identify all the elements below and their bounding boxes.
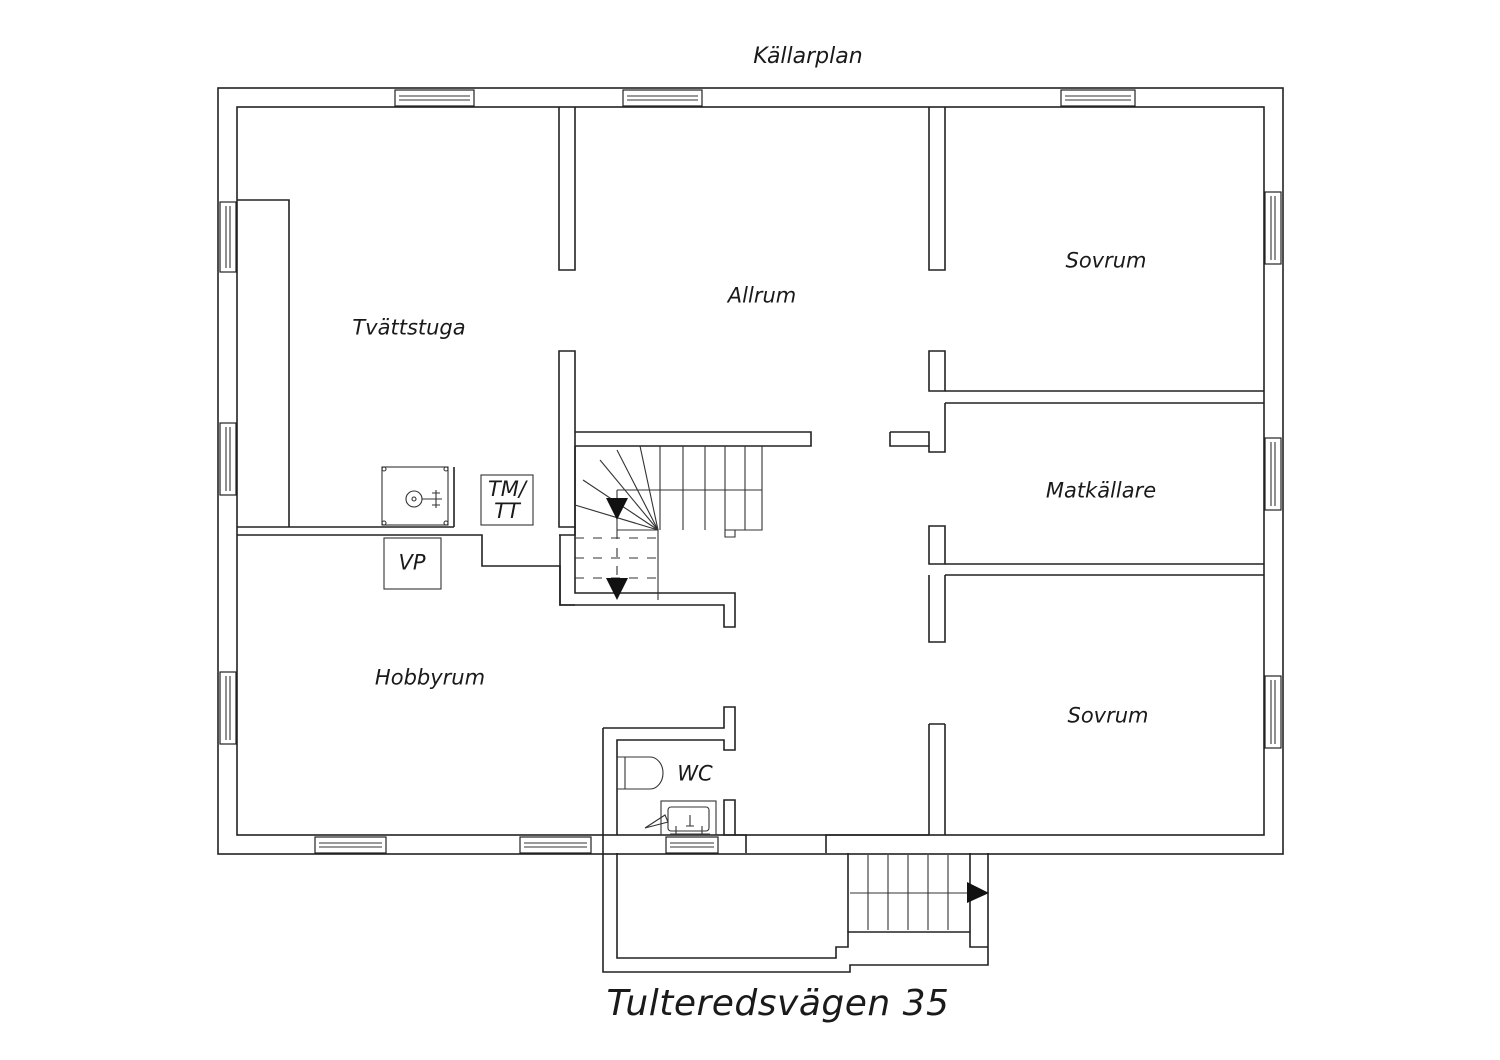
window-bottom-2 bbox=[519, 836, 592, 854]
tm-tt-box bbox=[480, 474, 534, 526]
washbasin-icon bbox=[381, 466, 449, 526]
window-right-2 bbox=[1264, 437, 1282, 511]
interior-walls bbox=[237, 107, 1264, 853]
room-label-matkallare: Matkällare bbox=[1045, 478, 1157, 503]
fixture-label-vp: VP bbox=[398, 550, 426, 575]
window-right-1 bbox=[1264, 191, 1282, 265]
room-label-sovrum-top: Sovrum bbox=[1065, 248, 1147, 273]
window-top-2 bbox=[622, 89, 703, 107]
window-top-3 bbox=[1060, 89, 1136, 107]
stair-arrow-down-icon bbox=[606, 578, 628, 600]
toilet-icon bbox=[616, 756, 664, 790]
window-left-3 bbox=[219, 671, 237, 745]
room-label-sovrum-bottom: Sovrum bbox=[1067, 703, 1149, 728]
room-label-wc: WC bbox=[677, 761, 713, 786]
internal-stair bbox=[574, 445, 763, 600]
address-title: Tulteredsvägen 35 bbox=[606, 983, 950, 1024]
window-right-3 bbox=[1264, 675, 1282, 749]
stair-arrow-right-icon bbox=[967, 882, 989, 903]
window-left-1 bbox=[219, 201, 237, 273]
window-bottom-3 bbox=[665, 836, 719, 854]
window-top-1 bbox=[394, 89, 475, 107]
room-label-allrum: Allrum bbox=[727, 283, 797, 308]
laundry-fixtures bbox=[381, 466, 534, 590]
fixture-label-tm-tt-line1: TM/ bbox=[487, 477, 527, 501]
wc-fixtures bbox=[616, 756, 717, 836]
fixture-label-tm-tt-line2: TT bbox=[494, 499, 520, 523]
exterior-walls bbox=[217, 87, 1284, 855]
room-label-hobbyrum: Hobbyrum bbox=[374, 665, 486, 690]
vp-box bbox=[383, 537, 442, 590]
fixture-label-tm-tt: TM/ TT bbox=[488, 478, 526, 522]
entrance-annex bbox=[602, 853, 989, 973]
windows bbox=[219, 89, 1282, 854]
window-left-2 bbox=[219, 422, 237, 496]
plan-heading: Källarplan bbox=[753, 44, 863, 69]
stair-arrow-down-icon bbox=[606, 498, 628, 520]
sink-icon bbox=[660, 800, 717, 836]
window-bottom-1 bbox=[314, 836, 387, 854]
room-label-tvattstuga: Tvättstuga bbox=[352, 315, 466, 340]
